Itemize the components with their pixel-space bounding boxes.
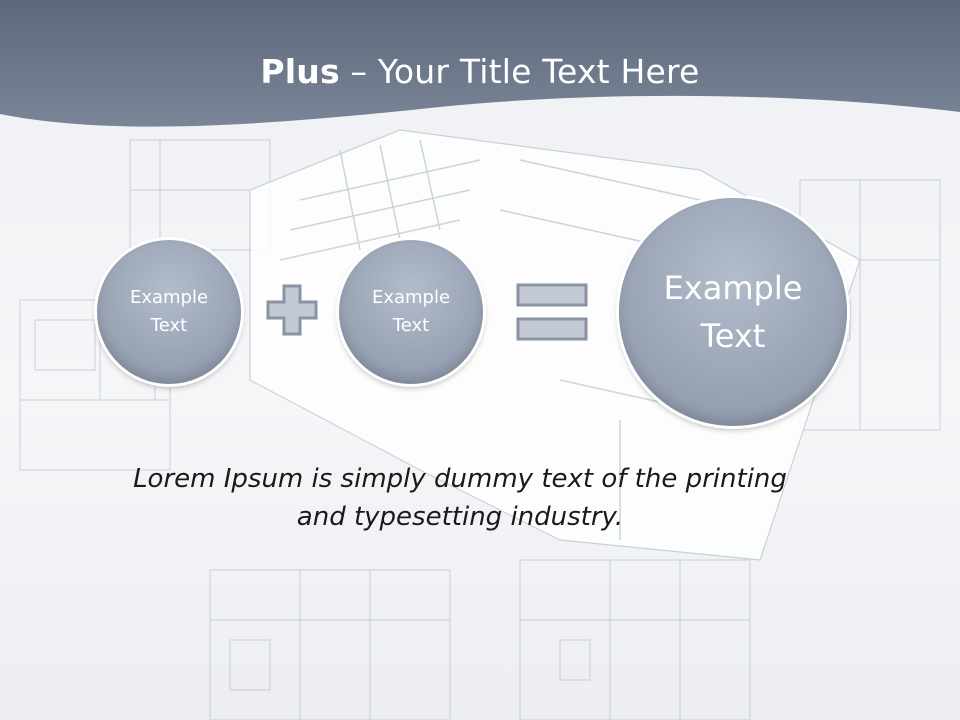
caption-text: Lorem Ipsum is simply dummy text of the …: [60, 460, 860, 536]
example-circle-1: Example Text: [97, 240, 241, 384]
example-circle-2: Example Text: [339, 240, 483, 384]
caption-line-1: Lorem Ipsum is simply dummy text of the …: [133, 464, 787, 494]
equals-icon: [516, 283, 588, 341]
title-rest: – Your Title Text Here: [339, 52, 700, 91]
slide-title: Plus – Your Title Text Here: [0, 52, 960, 91]
header-band: [0, 0, 960, 127]
plus-icon: [266, 284, 318, 336]
circle-2-label: Example Text: [371, 287, 451, 336]
circle-1-label: Example Text: [129, 287, 209, 336]
title-bold: Plus: [260, 52, 340, 91]
example-circle-result: Example Text: [619, 198, 847, 426]
caption-line-2: and typesetting industry.: [296, 502, 624, 532]
circle-3-label: Example Text: [663, 269, 803, 355]
